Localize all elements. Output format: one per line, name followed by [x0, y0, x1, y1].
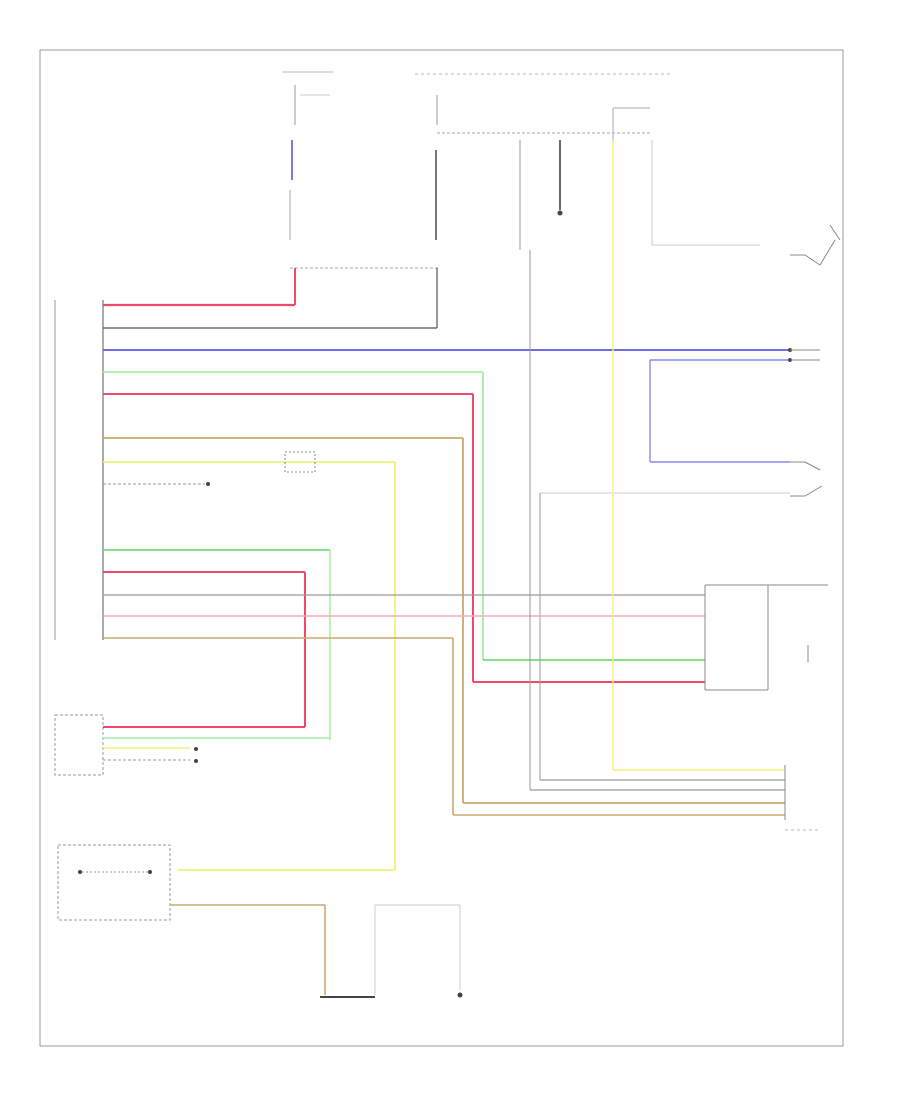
junction-connector: [290, 267, 440, 328]
engine-control-module: [54, 714, 330, 776]
ground-ref-3: [194, 759, 198, 763]
wire-harness-lower: [103, 549, 785, 816]
combination-meter: [57, 844, 326, 995]
wire-harness-right-vertical: [529, 140, 786, 820]
transmission-ecu-left: [54, 300, 104, 640]
ground-point: [557, 210, 563, 216]
switch-mid-right: [539, 461, 823, 780]
ground-ref-1: [206, 482, 210, 486]
ground-point-bottom: [457, 992, 463, 998]
transmission-module-right: [704, 584, 828, 691]
bottom-connector: [320, 904, 463, 998]
ground-ref-2: [194, 747, 198, 751]
wire-harness-main: [103, 303, 790, 871]
diagram-frame: [39, 49, 844, 1047]
switch-top-right: [790, 224, 841, 266]
fuse-block-right: [415, 73, 760, 250]
relay-component: [284, 451, 316, 473]
fuse-block-left: [282, 71, 333, 240]
connector-right-edge: [788, 348, 820, 362]
